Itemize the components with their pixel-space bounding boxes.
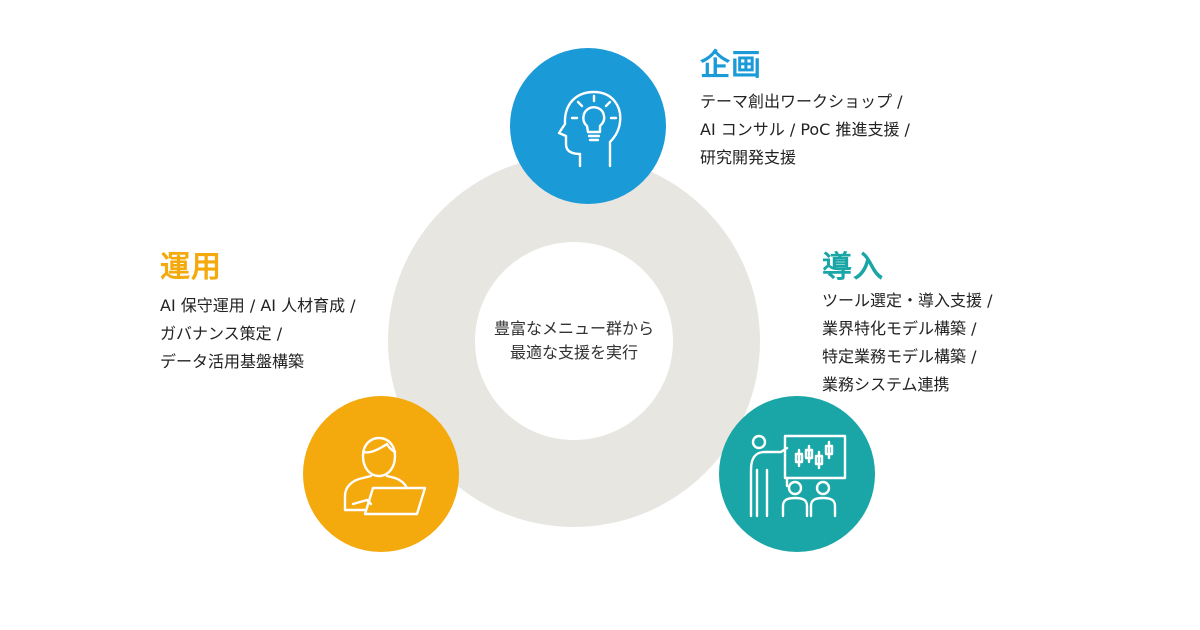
ops-title: 運用 — [160, 250, 222, 285]
center-caption: 豊富なメニュー群から 最適な支援を実行 — [475, 242, 673, 440]
ops-description-line: ガバナンス策定 / — [160, 324, 283, 343]
intro-description-line: 特定業務モデル構築 / — [822, 347, 977, 366]
intro-description-line: 業界特化モデル構築 / — [822, 319, 977, 338]
intro-title: 導入 — [822, 250, 884, 285]
plan-description: テーマ創出ワークショップ / AI コンサル / PoC 推進支援 / 研究開発… — [700, 88, 910, 172]
cycle-ring-center — [475, 242, 673, 440]
intro-badge — [719, 396, 875, 552]
head-lightbulb-icon — [557, 90, 622, 168]
presentation-board-icon — [749, 434, 847, 518]
ops-description: AI 保守運用 / AI 人材育成 / ガバナンス策定 / データ活用基盤構築 — [160, 292, 356, 376]
center-caption-line: 最適な支援を実行 — [509, 343, 638, 362]
center-caption-line: 豊富なメニュー群から — [493, 319, 654, 338]
plan-description-line: テーマ創出ワークショップ / — [700, 92, 903, 111]
ops-badge — [303, 396, 459, 552]
plan-badge — [510, 48, 666, 204]
ops-description-line: データ活用基盤構築 — [160, 352, 305, 371]
plan-description-line: AI コンサル / PoC 推進支援 / — [700, 120, 910, 139]
ops-description-line: AI 保守運用 / AI 人材育成 / — [160, 296, 356, 315]
person-laptop-icon — [343, 436, 427, 516]
intro-description-line: ツール選定・導入支援 / — [822, 291, 993, 310]
plan-title: 企画 — [700, 48, 762, 83]
intro-description-line: 業務システム連携 — [822, 375, 950, 394]
intro-description: ツール選定・導入支援 / 業界特化モデル構築 / 特定業務モデル構築 / 業務シ… — [822, 287, 992, 399]
plan-description-line: 研究開発支援 — [700, 148, 797, 167]
